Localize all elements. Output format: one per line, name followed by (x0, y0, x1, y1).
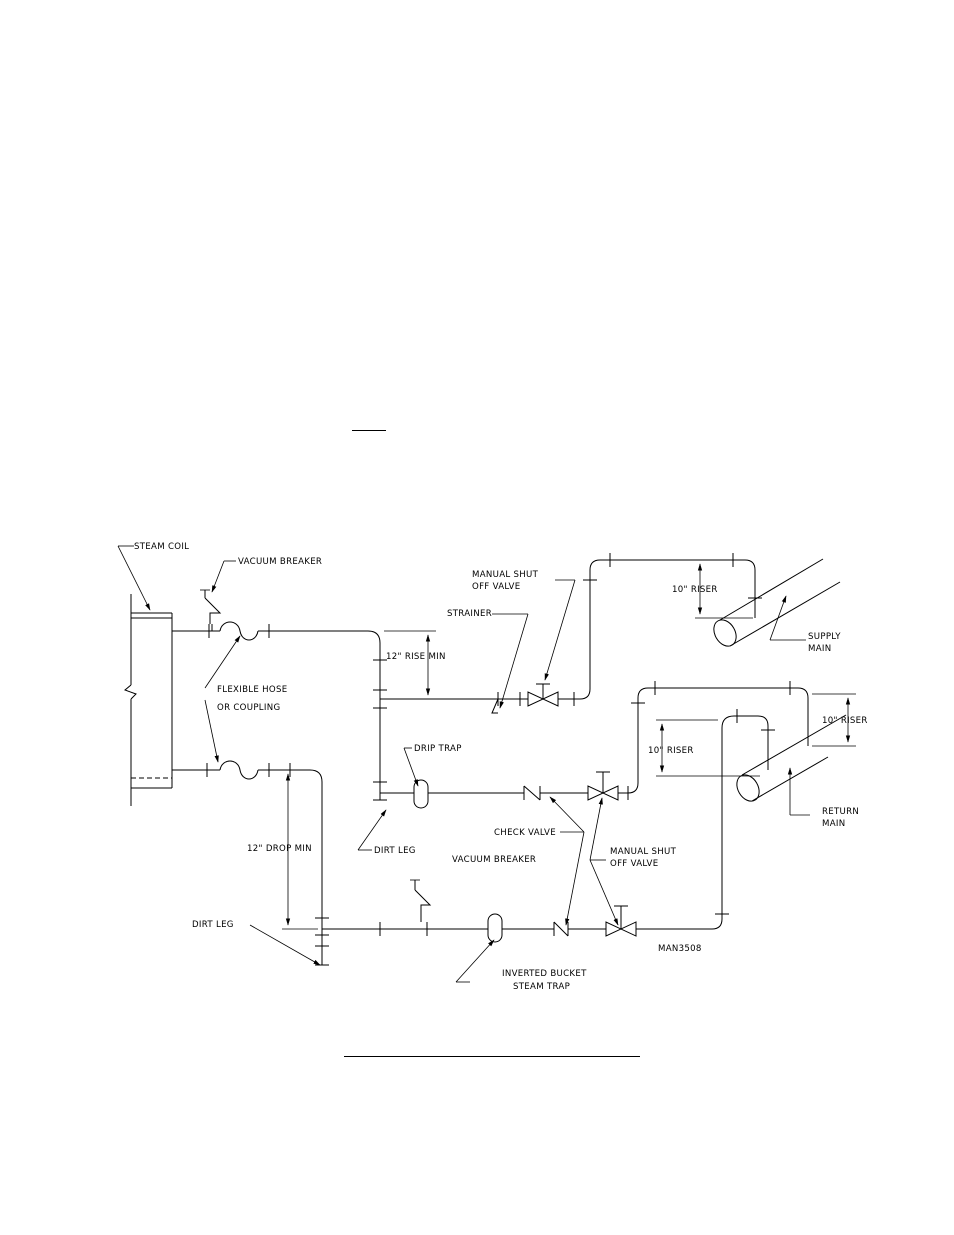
return-branch-pipe (172, 761, 488, 965)
label-manual-shut-off-top-2: OFF VALVE (472, 582, 520, 592)
vacuum-breaker-top (200, 590, 220, 624)
label-vacuum-breaker-top: VACUUM BREAKER (238, 557, 322, 567)
label-riser-top: 10" RISER (672, 585, 718, 595)
label-drip-trap: DRIP TRAP (414, 744, 462, 754)
label-strainer: STRAINER (447, 609, 492, 619)
vacuum-breaker-bottom (410, 880, 430, 922)
label-inverted-bucket-1: INVERTED BUCKET (502, 969, 587, 979)
label-drawing-number: MAN3508 (658, 944, 702, 954)
label-manual-shut-off-bottom-2: OFF VALVE (610, 859, 658, 869)
label-supply-main-1: SUPPLY (808, 632, 841, 642)
supply-riser-pipe (380, 553, 762, 713)
label-return-main-2: MAIN (822, 819, 845, 829)
return-riser-pipe (715, 709, 775, 919)
label-vacuum-breaker-bottom: VACUUM BREAKER (452, 855, 536, 865)
label-riser-mid: 10" RISER (648, 746, 694, 756)
label-return-main-1: RETURN (822, 807, 859, 817)
label-dirt-leg-mid: DIRT LEG (374, 846, 416, 856)
caption-underline (344, 1056, 640, 1057)
label-flexible-hose-1: FLEXIBLE HOSE (217, 685, 287, 695)
label-manual-shut-off-top-1: MANUAL SHUT (472, 570, 539, 580)
steam-coil (125, 594, 172, 806)
inverted-bucket-steam-trap (488, 914, 554, 942)
label-inverted-bucket-2: STEAM TRAP (513, 982, 570, 992)
label-riser-right: 10" RISER (822, 716, 868, 726)
label-supply-main-2: MAIN (808, 644, 831, 654)
label-dirt-leg-left: DIRT LEG (192, 920, 234, 930)
diagram-labels: STEAM COIL VACUUM BREAKER MANUAL SHUT OF… (134, 542, 868, 992)
return-main-pipe (732, 715, 846, 805)
label-check-valve: CHECK VALVE (494, 828, 556, 838)
label-manual-shut-off-bottom-1: MANUAL SHUT (610, 847, 677, 857)
label-rise-min: 12" RISE MIN (386, 652, 446, 662)
label-drop-min: 12" DROP MIN (247, 844, 312, 854)
label-flexible-hose-2: OR COUPLING (217, 703, 280, 713)
rise-min-dimension (384, 631, 436, 699)
bottom-valves (554, 906, 722, 936)
label-steam-coil: STEAM COIL (134, 542, 189, 552)
